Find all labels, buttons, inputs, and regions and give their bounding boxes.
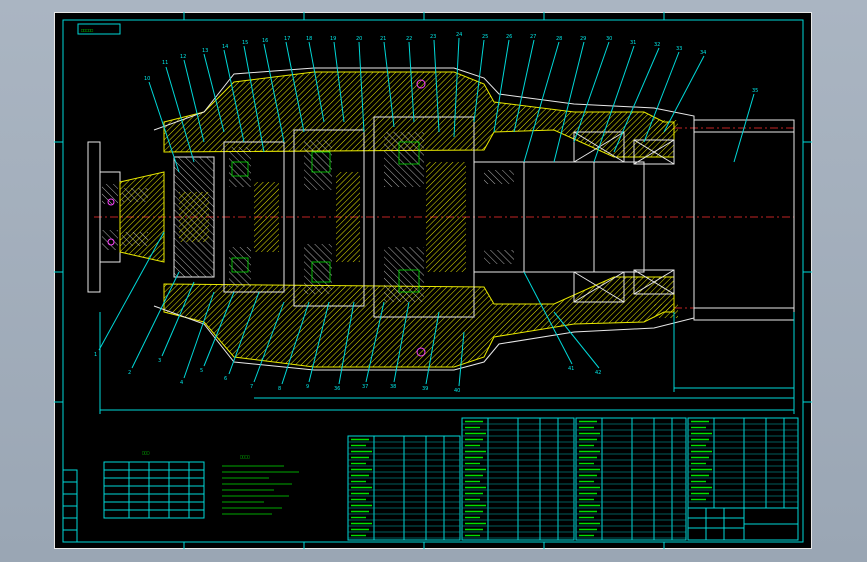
- drawing-code-box: [77, 23, 121, 35]
- svg-text:12: 12: [180, 54, 186, 60]
- bom-table-3: [575, 417, 687, 541]
- svg-text:32: 32: [654, 42, 660, 48]
- svg-text:31: 31: [630, 40, 636, 46]
- svg-text:30: 30: [606, 36, 612, 42]
- title-block: [687, 507, 799, 541]
- svg-text:33: 33: [676, 46, 682, 52]
- frame-zone-ticks: [54, 12, 812, 549]
- drawing-code-text: □□□□□: [81, 28, 94, 33]
- svg-text:14: 14: [222, 44, 228, 50]
- svg-text:25: 25: [482, 34, 488, 40]
- svg-text:13: 13: [202, 48, 208, 54]
- bom-table-2: [461, 417, 575, 541]
- svg-text:4: 4: [180, 380, 183, 386]
- gear-stage-4: [373, 79, 475, 357]
- svg-text:34: 34: [700, 50, 706, 56]
- gear-stage-2: [223, 141, 285, 293]
- housing-outline-bottom: [153, 274, 695, 371]
- input-housing: [119, 171, 165, 263]
- parameter-table: □□□: [103, 450, 205, 519]
- svg-text:42: 42: [595, 370, 601, 376]
- svg-text:20: 20: [356, 36, 362, 42]
- gearbox-assembly-drawing[interactable]: □□□□□: [54, 12, 812, 549]
- svg-text:35: 35: [752, 88, 758, 94]
- svg-text:21: 21: [380, 36, 386, 42]
- leader-lines-bottom: [98, 231, 600, 387]
- svg-text:36: 36: [334, 386, 340, 392]
- svg-text:1: 1: [94, 352, 97, 358]
- svg-text:2: 2: [128, 370, 131, 376]
- svg-text:16: 16: [262, 38, 268, 44]
- svg-text:3: 3: [158, 358, 161, 364]
- drawing-sheet[interactable]: □□□□□: [54, 12, 812, 549]
- svg-text:7: 7: [250, 384, 253, 390]
- svg-text:15: 15: [242, 40, 248, 46]
- svg-text:24: 24: [456, 32, 462, 38]
- input-flange: [87, 141, 121, 293]
- svg-text:19: 19: [330, 36, 336, 42]
- svg-text:40: 40: [454, 388, 460, 394]
- svg-text:17: 17: [284, 36, 290, 42]
- outer-frame: [54, 12, 812, 549]
- svg-text:22: 22: [406, 36, 412, 42]
- bom-table-1: [347, 435, 461, 541]
- inner-frame: [62, 19, 804, 543]
- bom-row-rules: [348, 420, 798, 539]
- gear-stage-1: [173, 156, 215, 278]
- svg-text:29: 29: [580, 36, 586, 42]
- svg-text:38: 38: [390, 384, 396, 390]
- svg-text:10: 10: [144, 76, 150, 82]
- housing-outline-top: [153, 67, 695, 162]
- technical-requirements: □□□□: [222, 454, 299, 515]
- bom-table-4: [687, 417, 799, 509]
- svg-text:23: 23: [430, 34, 436, 40]
- svg-text:37: 37: [362, 384, 368, 390]
- output-drum: [654, 119, 795, 321]
- svg-text:39: 39: [422, 386, 428, 392]
- dimension-lines: [99, 312, 795, 414]
- svg-text:28: 28: [556, 36, 562, 42]
- svg-text:18: 18: [306, 36, 312, 42]
- gear-stage-3: [293, 129, 365, 307]
- left-revision-strip: [62, 469, 78, 543]
- svg-text:11: 11: [162, 60, 168, 66]
- svg-text:5: 5: [200, 368, 203, 374]
- svg-text:□□□: □□□: [142, 450, 150, 455]
- svg-text:6: 6: [224, 376, 227, 382]
- svg-text:27: 27: [530, 34, 536, 40]
- leader-lines-top: [148, 37, 755, 173]
- svg-text:26: 26: [506, 34, 512, 40]
- svg-text:9: 9: [306, 384, 309, 390]
- output-shaft: [473, 161, 645, 273]
- svg-text:□□□□: □□□□: [240, 454, 250, 459]
- svg-text:41: 41: [568, 366, 574, 372]
- svg-text:8: 8: [278, 386, 281, 392]
